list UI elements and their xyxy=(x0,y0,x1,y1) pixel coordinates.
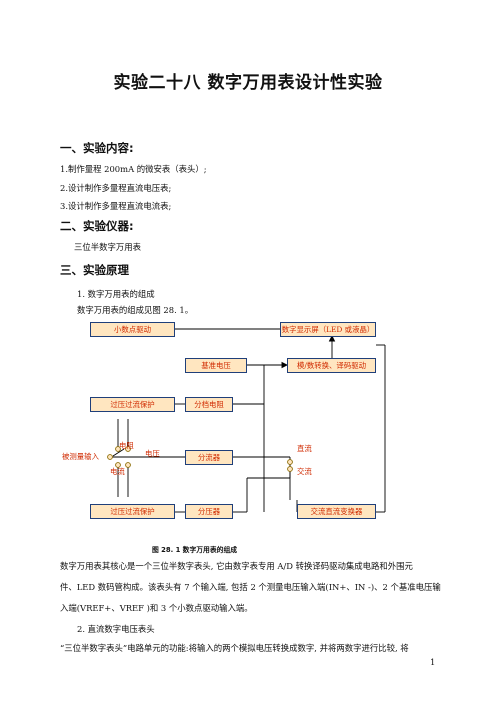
box-ac-dc-converter: 交流直流变换器 xyxy=(297,504,376,519)
label-dc: 直流 xyxy=(297,444,312,453)
body-line-2: 件、LED 数码管构成。该表头有 7 个输入端, 包括 2 个测量电压输入端(I… xyxy=(60,582,441,592)
section1-item-3: 3.设计制作多量程直流电流表; xyxy=(60,201,172,211)
box-reference-voltage: 基准电压 xyxy=(185,358,247,373)
page-number: 1 xyxy=(430,657,436,667)
section1-heading: 一、实验内容: xyxy=(60,141,134,155)
section1-item-1: 1.制作量程 200mA 的微安表（表头）; xyxy=(60,164,207,174)
box-decimal-point-driver: 小数点驱动 xyxy=(90,322,175,337)
body-line-3: 入端(VREF+、VREF )和 3 个小数点驱动输入端。 xyxy=(60,603,253,613)
section2-heading: 二、实验仪器: xyxy=(60,219,134,233)
section3-heading: 三、实验原理 xyxy=(60,263,129,277)
page-title: 实验二十八 数字万用表设计性实验 xyxy=(113,73,383,93)
body-line-1: 数字万用表其核心是一个三位半数字表头, 它由数字表专用 A/D 转换译码驱动集成… xyxy=(60,561,413,571)
box-overvoltage-protection-top: 过压过流保护 xyxy=(90,397,175,412)
box-overvoltage-protection-bottom: 过压过流保护 xyxy=(90,504,175,519)
box-adc-decoder: 模/数转换、译码驱动 xyxy=(287,358,376,373)
body-line-4: “三位半数字表头”电路单元的功能:将输入的两个模拟电压转换成数字, 并将两数字进… xyxy=(60,643,409,653)
box-range-resistor: 分档电阻 xyxy=(185,397,233,412)
label-ac: 交流 xyxy=(297,467,312,476)
label-voltage: 电压 xyxy=(145,449,160,458)
label-measured-input: 被测量输入 xyxy=(62,452,99,461)
section3-figure-ref: 数字万用表的组成见图 28. 1。 xyxy=(77,305,194,315)
figure-caption: 图 28. 1 数字万用表的组成 xyxy=(152,546,238,554)
label-current: 电流 xyxy=(110,467,125,476)
section3-subheading: 1. 数字万用表的组成 xyxy=(77,289,155,299)
section2-text: 三位半数字万用表 xyxy=(74,242,141,252)
body-subheading-2: 2. 直流数字电压表头 xyxy=(77,624,155,634)
label-resistance: 电阻 xyxy=(119,441,134,450)
section1-item-2: 2.设计制作多量程直流电压表; xyxy=(60,183,172,193)
box-shunt: 分流器 xyxy=(185,450,233,465)
box-digital-display: 数字显示屏（LED 或液晶） xyxy=(280,322,376,337)
box-voltage-divider: 分压器 xyxy=(185,504,233,519)
